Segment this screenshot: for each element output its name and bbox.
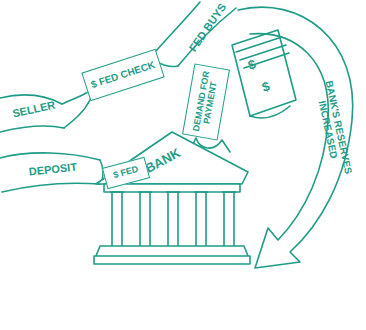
- node-text: DEMAND FOR PAYMENT: [191, 66, 222, 138]
- reserves-label: BANK'S RESERVES INCREASED: [309, 63, 357, 195]
- bank-building: BANK: [92, 126, 252, 266]
- payment-demand: DEMAND FOR PAYMENT: [182, 63, 230, 140]
- money-sign: $: [242, 56, 261, 74]
- deposit-label: DEPOSIT: [18, 160, 89, 179]
- seller-label: SELLER: [3, 98, 64, 122]
- money-sign: $: [256, 78, 275, 96]
- deposit-sleeve: [0, 153, 100, 192]
- bank-column: [138, 192, 152, 246]
- bank-steps: [94, 246, 250, 264]
- node-text: $ FED: [112, 165, 139, 181]
- seller-hand: [62, 92, 91, 128]
- fed-check: $ FED CHECK: [81, 49, 164, 102]
- fed-buys-label: FED BUYS: [180, 0, 235, 64]
- bank-entablature: [104, 184, 240, 192]
- node-text: $ FED CHECK: [90, 60, 157, 91]
- bank-column: [194, 192, 208, 246]
- seller-sleeve: [0, 95, 64, 132]
- bank-column: [110, 192, 124, 246]
- money-stack: [232, 30, 296, 116]
- money-hand: [250, 106, 290, 118]
- bank-column: [222, 192, 236, 246]
- bank-pediment: [96, 132, 248, 184]
- bank-column: [166, 192, 180, 246]
